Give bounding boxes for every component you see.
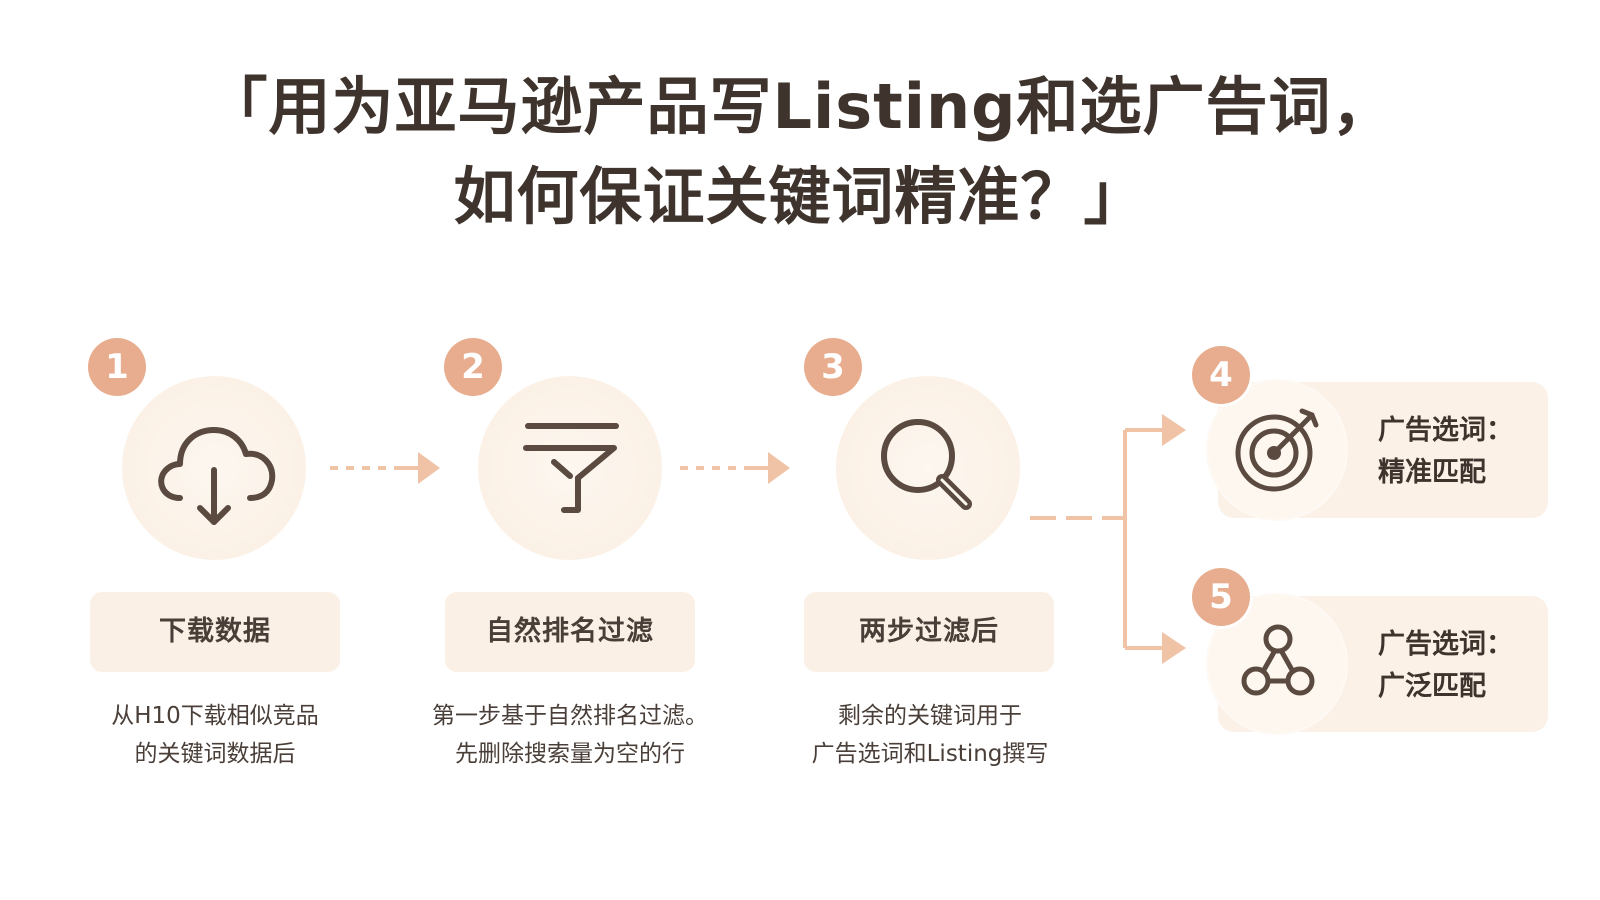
title-line-1: 「用为亚马逊产品写Listing和选广告词， — [205, 70, 1395, 143]
step-1-icon-circle — [122, 376, 306, 560]
arrow-1-to-2 — [330, 452, 440, 484]
step-3-icon-circle — [836, 376, 1020, 560]
result-5-line-1: 广告选词： — [1378, 629, 1513, 660]
target-icon — [1235, 408, 1319, 492]
step-2-badge: 2 — [444, 338, 502, 396]
page-title: 「用为亚马逊产品写Listing和选广告词， 如何保证关键词精准？」 — [0, 62, 1600, 242]
branch-arrow — [1030, 414, 1186, 664]
step-3-description: 剩余的关键词用于 广告选词和Listing撰写 — [780, 697, 1080, 773]
step-1-desc-line-1: 从H10下载相似竞品 — [111, 703, 319, 729]
result-4-line-2: 精准匹配 — [1378, 457, 1486, 488]
step-2-description: 第一步基于自然排名过滤。 先删除搜索量为空的行 — [415, 697, 725, 773]
step-1-badge: 1 — [88, 338, 146, 396]
result-5-text: 广告选词： 广泛匹配 — [1378, 624, 1513, 708]
filter-icon — [523, 423, 619, 513]
title-line-2: 如何保证关键词精准？」 — [453, 160, 1147, 233]
step-2-desc-line-1: 第一步基于自然排名过滤。 — [432, 703, 708, 729]
step-2-desc-line-2: 先删除搜索量为空的行 — [455, 741, 685, 767]
step-2-label: 自然排名过滤 — [445, 592, 695, 672]
arrow-2-to-3 — [680, 452, 790, 484]
step-3-badge: 3 — [804, 338, 862, 396]
result-4-icon-circle — [1208, 381, 1346, 519]
cloud-download-icon — [158, 427, 276, 525]
step-3-desc-line-2: 广告选词和Listing撰写 — [811, 741, 1049, 767]
step-3-label: 两步过滤后 — [804, 592, 1054, 672]
result-5-badge: 5 — [1192, 568, 1250, 626]
step-1-label: 下载数据 — [90, 592, 340, 672]
network-icon — [1241, 624, 1315, 696]
result-4-badge: 4 — [1192, 346, 1250, 404]
result-5-line-2: 广泛匹配 — [1378, 671, 1486, 702]
result-4-line-1: 广告选词： — [1378, 415, 1513, 446]
result-4-text: 广告选词： 精准匹配 — [1378, 410, 1513, 494]
step-1-description: 从H10下载相似竞品 的关键词数据后 — [80, 697, 350, 773]
step-1-desc-line-2: 的关键词数据后 — [134, 741, 296, 767]
magnifier-icon — [881, 419, 972, 510]
step-3-desc-line-1: 剩余的关键词用于 — [838, 703, 1022, 729]
step-2-icon-circle — [478, 376, 662, 560]
